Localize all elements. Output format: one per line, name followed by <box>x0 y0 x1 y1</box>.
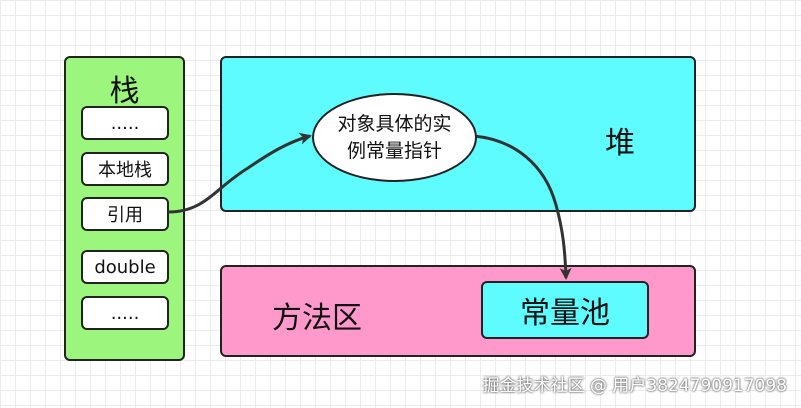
object-instance-ellipse: 对象具体的实 例常量指针 <box>312 93 477 182</box>
constant-pool: 常量池 <box>481 281 649 339</box>
object-to-pool-arrow <box>473 134 572 280</box>
method-area-label: 方法区 <box>272 301 362 336</box>
watermark: 掘金技术社区 @ 用户3824790917098 <box>482 376 787 396</box>
stack-slot-native-stack: 本地栈 <box>81 152 169 186</box>
stack-slot-reference: 引用 <box>81 197 169 231</box>
object-label-line1: 对象具体的实 <box>337 112 452 135</box>
object-label-line2: 例常量指针 <box>346 139 442 162</box>
stack-slot-ellipsis-bottom: ..... <box>81 296 169 330</box>
stack-region: 栈 ..... 本地栈 引用 double ..... <box>64 56 185 361</box>
stack-slot-double: double <box>81 250 169 284</box>
stack-title: 栈 <box>109 74 140 109</box>
stack-slot-ellipsis-top: ..... <box>81 106 169 140</box>
heap-label: 堆 <box>605 126 635 161</box>
reference-to-object-arrow <box>167 132 312 214</box>
